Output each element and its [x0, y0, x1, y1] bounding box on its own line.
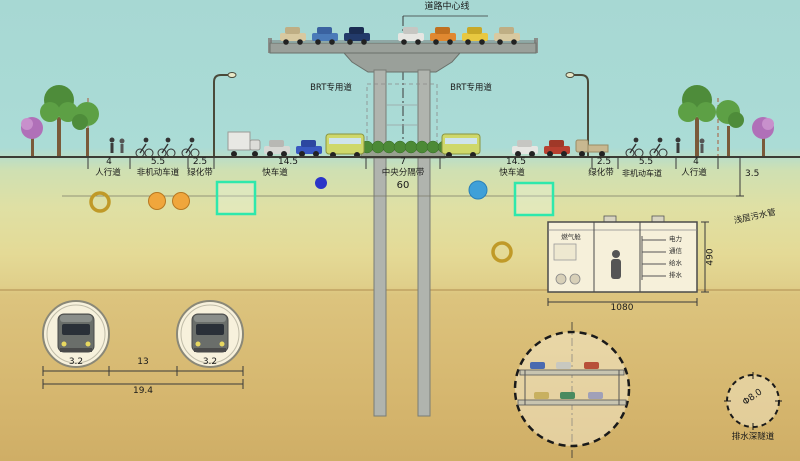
truck-icon	[227, 131, 261, 157]
car-icon	[264, 140, 290, 157]
drain-tunnel	[724, 372, 782, 430]
pipe-orange-icon	[148, 192, 166, 210]
car-icon	[312, 27, 338, 45]
utility-tunnel-detail	[547, 215, 709, 306]
metro-total-dim: 19.4	[132, 386, 154, 396]
lane-width: 4	[693, 157, 699, 167]
lane-width: 4	[106, 157, 112, 167]
lane-name: 中央分隔带	[381, 168, 425, 178]
pipe-blue-large-icon	[468, 180, 488, 200]
road-dimension-ticks	[87, 158, 719, 169]
metro-left-dia: 3.2	[68, 357, 84, 367]
trees-right	[678, 85, 774, 157]
street-lamp-left-icon	[213, 72, 237, 157]
pedestrian-icon	[675, 137, 681, 153]
lane-name: 绿化带	[187, 168, 213, 178]
lane-width: 5.5	[638, 157, 654, 167]
metro-tunnel-left	[42, 300, 110, 368]
car-icon	[344, 27, 370, 45]
lane-name: 非机动车道	[622, 169, 662, 178]
utility-width-dim: 1080	[610, 303, 634, 313]
metro-tunnels	[42, 300, 244, 389]
pedestrian-icon	[109, 137, 115, 153]
pickup-truck-icon	[575, 139, 609, 157]
pedestrian-icon	[119, 138, 125, 153]
utility-line-label: 电力	[669, 235, 682, 243]
ground-vehicles	[109, 131, 705, 158]
metro-dimensions	[42, 366, 244, 389]
metro-right-dia: 3.2	[202, 357, 218, 367]
road-total-width: 60	[396, 180, 410, 191]
brt-right-label: BRT专用道	[450, 83, 492, 93]
pipe-blue-small-icon	[315, 177, 327, 189]
brt-left-label: BRT专用道	[310, 83, 352, 93]
tree-icon	[716, 100, 744, 157]
lane-name: 非机动车道	[136, 168, 180, 178]
sewer-depth-dim: 3.5	[745, 169, 760, 179]
cyclist-icon	[157, 137, 176, 158]
pedestrian-icon	[699, 138, 705, 153]
utility-line-label: 通信	[669, 247, 682, 255]
car-icon	[280, 27, 306, 45]
pier-columns	[366, 69, 438, 417]
pipe-ring-icon	[89, 191, 111, 213]
street-lamp-right-icon	[565, 72, 589, 157]
worker-icon	[611, 250, 621, 279]
lane-name: 快车道	[499, 168, 525, 178]
car-icon	[494, 27, 520, 45]
deck-cars	[280, 27, 520, 45]
bus-icon	[325, 133, 365, 158]
utility-height-dim: 490	[705, 248, 716, 266]
car-icon	[430, 27, 456, 45]
car-icon	[296, 140, 322, 157]
metro-gap-dim: 13	[137, 357, 149, 367]
tunnel-car-icon	[530, 362, 603, 399]
buried-pipes	[89, 177, 555, 263]
tree-purple-icon	[752, 117, 774, 157]
utility-line-label: 排水	[669, 271, 682, 279]
car-icon	[398, 27, 424, 45]
metro-train-icon	[57, 313, 95, 353]
car-icon	[512, 140, 538, 157]
metro-train-icon	[191, 313, 229, 353]
car-icon	[462, 27, 488, 45]
cyclist-icon	[181, 137, 200, 158]
lane-width: 7	[400, 157, 406, 167]
tree-icon	[40, 85, 78, 157]
center-line-label: 道路中心线	[424, 2, 470, 12]
tree-icon	[678, 85, 716, 157]
utility-line-label: 给水	[669, 259, 682, 267]
trees-left	[21, 85, 99, 157]
pipe-ring-icon	[491, 241, 513, 263]
cyclist-icon	[135, 137, 154, 158]
pipe-orange-icon	[172, 192, 190, 210]
deep-road-tunnel	[513, 322, 631, 458]
metro-tunnel-right	[176, 300, 244, 368]
elevated-road	[268, 27, 538, 73]
cyclist-icon	[649, 137, 668, 158]
lane-name: 快车道	[262, 168, 288, 178]
utility-duct-teal	[215, 180, 257, 216]
lane-width: 5.5	[150, 157, 166, 167]
bus-icon	[441, 133, 481, 158]
tree-icon	[72, 102, 99, 157]
lane-name: 人行道	[681, 168, 707, 178]
lane-name: 人行道	[95, 168, 121, 178]
median-planting	[360, 140, 451, 159]
car-icon	[544, 140, 570, 157]
drain-tunnel-label: 排水深隧道	[731, 432, 775, 442]
lane-name: 绿化带	[588, 168, 614, 178]
utility-gas-label: 燃气舱	[561, 233, 581, 241]
cyclist-icon	[625, 137, 644, 158]
utility-duct-teal	[513, 181, 555, 217]
lane-width: 2.5	[596, 157, 612, 167]
lane-width: 14.5	[277, 157, 299, 167]
lane-width: 14.5	[505, 157, 527, 167]
tree-purple-icon	[21, 117, 43, 157]
lane-width: 2.5	[192, 157, 208, 167]
